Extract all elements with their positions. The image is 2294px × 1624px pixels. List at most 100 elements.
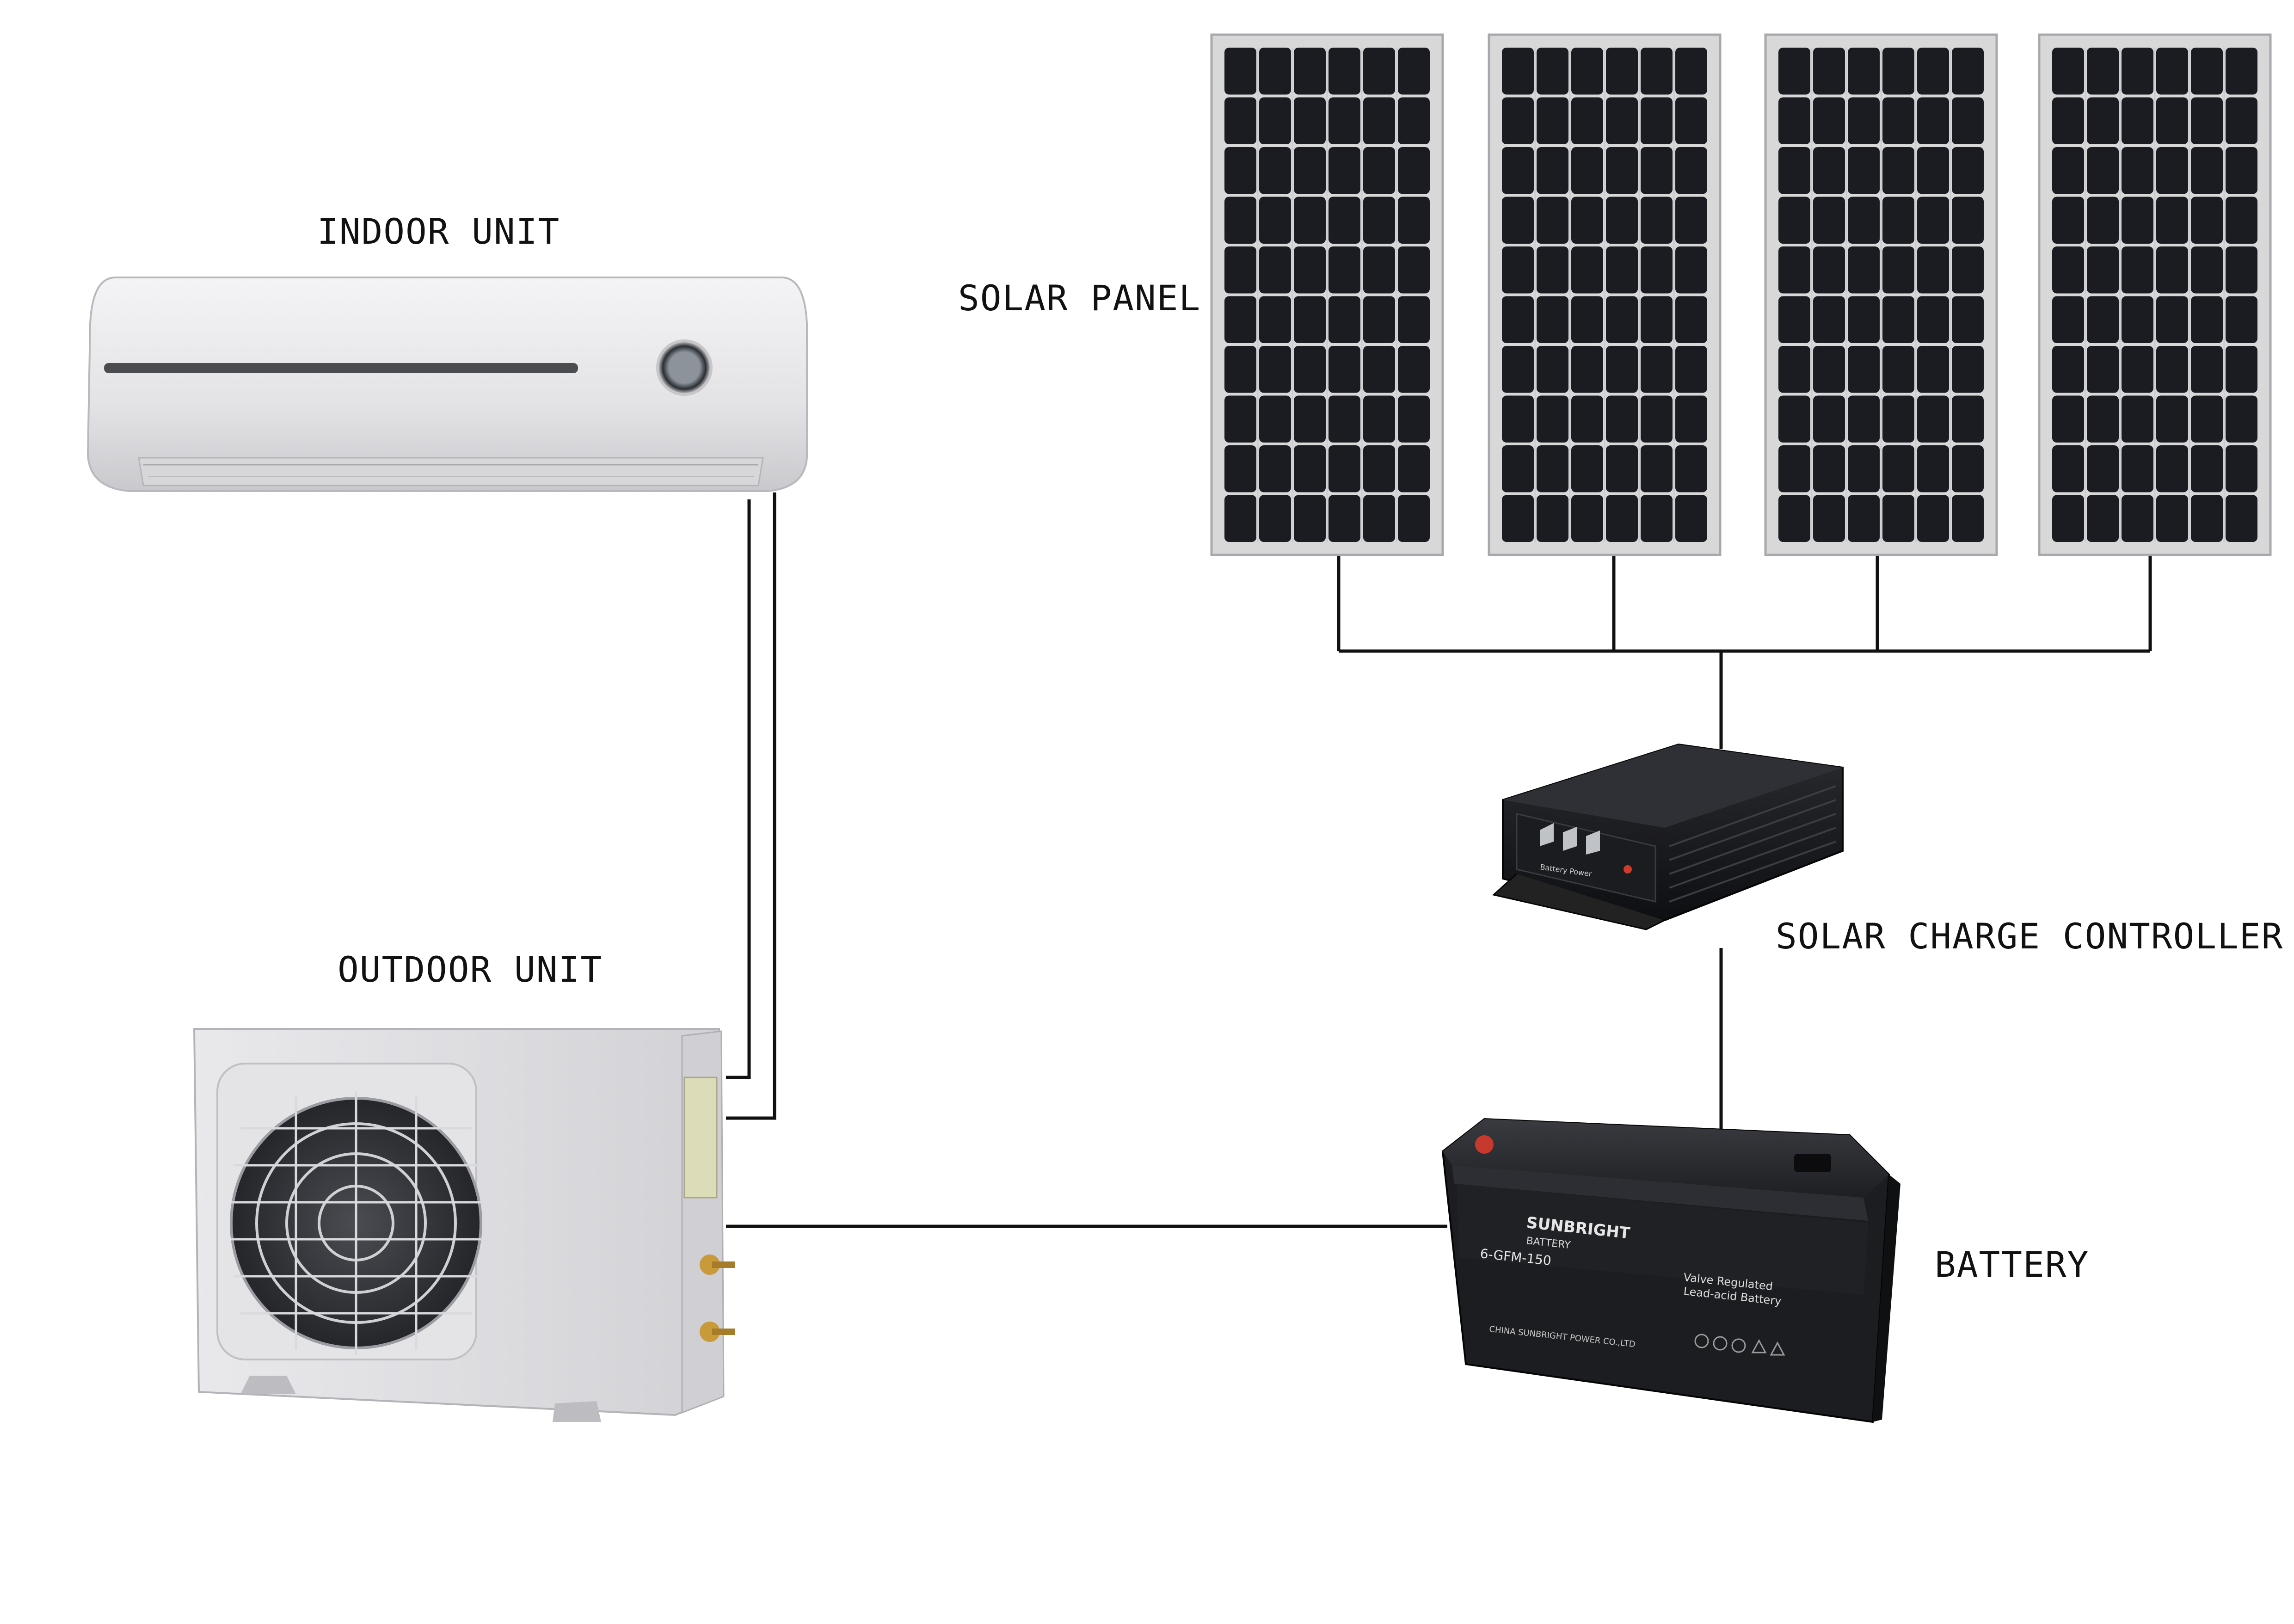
solar-cell [2156, 97, 2188, 144]
solar-cell [1502, 395, 1534, 443]
solar-cell [1952, 246, 1984, 294]
solar-cell [1537, 296, 1568, 343]
indoor-to-outdoor-wire-a [726, 499, 751, 1079]
solar-panel-2 [1488, 33, 1722, 556]
solar-cell [1328, 296, 1360, 343]
solar-cell [2087, 48, 2119, 95]
solar-cell [1606, 346, 1638, 393]
solar-cell [1848, 147, 1880, 194]
solar-cell [1398, 97, 1430, 144]
solar-cell [1813, 48, 1845, 95]
solar-cell [1571, 296, 1603, 343]
solar-cell [1606, 445, 1638, 492]
solar-cell [1398, 48, 1430, 95]
solar-cell [1675, 495, 1707, 542]
solar-cell [2156, 197, 2188, 244]
solar-cell [1952, 296, 1984, 343]
outdoor-unit-image [193, 1028, 735, 1422]
solar-cell [2122, 48, 2153, 95]
solar-cell [1502, 445, 1534, 492]
solar-cell [1882, 197, 1914, 244]
solar-cell [1641, 48, 1673, 95]
solar-cell [1778, 445, 1810, 492]
solar-cell [2156, 395, 2188, 443]
solar-cell [1848, 346, 1880, 393]
solar-cell [1952, 395, 1984, 443]
solar-cell [1848, 395, 1880, 443]
panel-busbars [1257, 48, 1397, 542]
solar-cell [2122, 445, 2153, 492]
solar-cell [1778, 346, 1810, 393]
solar-cell [2087, 395, 2119, 443]
solar-cell [1848, 97, 1880, 144]
solar-cell [1606, 147, 1638, 194]
solar-cell [2052, 445, 2084, 492]
solar-cell [1328, 97, 1360, 144]
solar-cell [1641, 445, 1673, 492]
solar-cell [1882, 395, 1914, 443]
solar-cell [1294, 346, 1326, 393]
solar-cell [2122, 197, 2153, 244]
solar-cell [1259, 197, 1291, 244]
solar-cell [1294, 147, 1326, 194]
solar-cell [2191, 296, 2223, 343]
solar-cell [2226, 147, 2257, 194]
solar-cell [1328, 246, 1360, 294]
solar-cell [1259, 246, 1291, 294]
solar-cell [1363, 445, 1395, 492]
solar-cell [1813, 197, 1845, 244]
solar-cell [1917, 97, 1949, 144]
solar-cell [2052, 48, 2084, 95]
solar-cell [2122, 346, 2153, 393]
solar-cell [1917, 296, 1949, 343]
solar-cell [1848, 445, 1880, 492]
solar-cell [2226, 445, 2257, 492]
panel-busbars [2085, 48, 2225, 542]
solar-cell [1571, 346, 1603, 393]
solar-cell [1224, 48, 1256, 95]
solar-cell [1537, 246, 1568, 294]
solar-cell [1328, 395, 1360, 443]
solar-cell [1537, 495, 1568, 542]
solar-cell [1537, 97, 1568, 144]
solar-cell [1778, 48, 1810, 95]
solar-cell [1502, 296, 1534, 343]
solar-cell [1675, 97, 1707, 144]
solar-cell [1778, 246, 1810, 294]
solar-cell [1294, 395, 1326, 443]
solar-cell [1641, 346, 1673, 393]
solar-cell [1224, 296, 1256, 343]
solar-cell [2122, 246, 2153, 294]
solar-cell [1778, 97, 1810, 144]
solar-panels [1210, 33, 2272, 556]
solar-cell [1363, 147, 1395, 194]
solar-cell [2122, 296, 2153, 343]
solar-cell [1848, 197, 1880, 244]
solar-cell [2191, 147, 2223, 194]
solar-cell [1917, 48, 1949, 95]
solar-cell [1641, 147, 1673, 194]
solar-cell [1882, 296, 1914, 343]
solar-panel-1 [1210, 33, 1444, 556]
solar-cell [2191, 48, 2223, 95]
solar-cell [1778, 395, 1810, 443]
solar-cell [2191, 197, 2223, 244]
solar-cell [2156, 246, 2188, 294]
solar-cell [1952, 147, 1984, 194]
solar-cell [2122, 147, 2153, 194]
solar-cell [1502, 48, 1534, 95]
solar-cell [1606, 97, 1638, 144]
solar-cell [2052, 296, 2084, 343]
solar-cell [1778, 147, 1810, 194]
solar-cell [2191, 395, 2223, 443]
solar-cell [1917, 395, 1949, 443]
solar-cell [1952, 495, 1984, 542]
solar-cell [1502, 495, 1534, 542]
solar-cell [1882, 495, 1914, 542]
solar-cell [2087, 147, 2119, 194]
solar-cell [1363, 246, 1395, 294]
solar-cell [2156, 346, 2188, 393]
solar-cell [1363, 395, 1395, 443]
solar-cell [1848, 48, 1880, 95]
